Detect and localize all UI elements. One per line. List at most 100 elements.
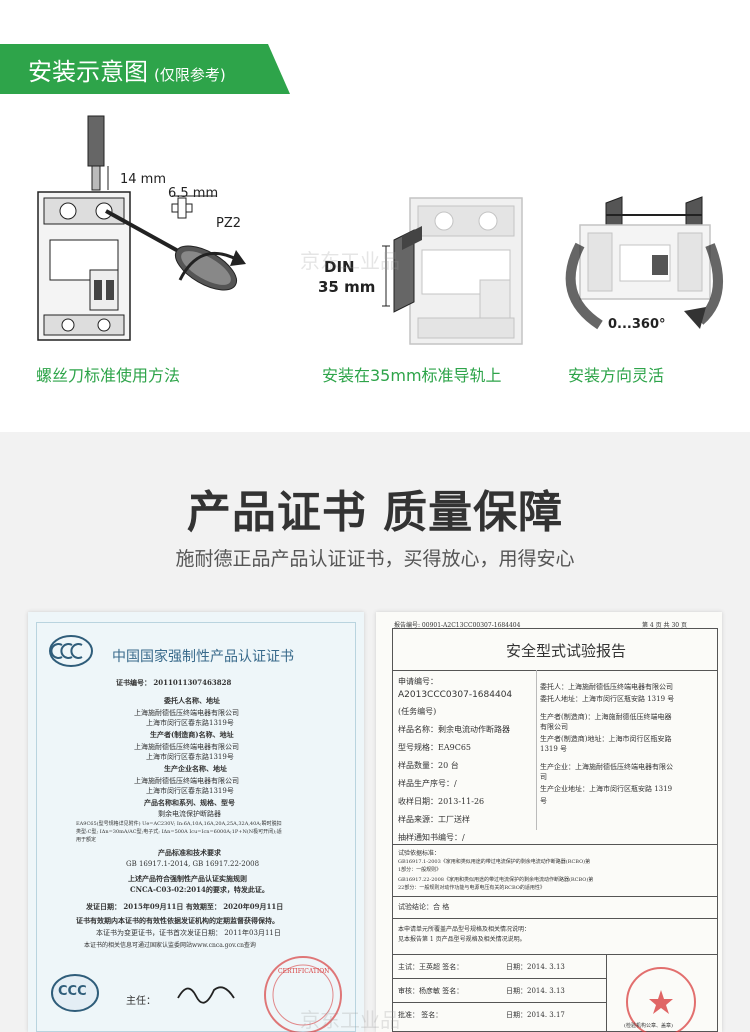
banner-shape <box>0 44 290 94</box>
report-field: 生产者(制造商)：上海施耐德低压终端电器 <box>540 713 672 721</box>
ccc-line: GB 16917.1-2014, GB 16917.22-2008 <box>126 860 260 868</box>
rotation-angle-label: 0...360° <box>608 317 666 332</box>
report-field: GB16917.1-2003《家用和类似用途的带过电流保护的剩余电流动作断路器(… <box>398 859 591 865</box>
ccc-line: 上海施耐德低压终端电器有限公司 <box>134 777 239 785</box>
ccc-line: 本证书为变更证书，证书首次发证日期： 2011年03月11日 <box>96 929 281 937</box>
ccc-mark-icon <box>49 635 93 667</box>
report-page: 第 4 页 共 30 页 <box>642 622 687 629</box>
ccc-certificate-document: 中国国家强制性产品认证证书 证书编号： 2011011307463828 委托人… <box>28 612 364 1032</box>
report-signature-date: 日期：2014. 3.17 <box>506 1011 565 1019</box>
screwdriver-figure: 14 mm 6.5 mm PZ2 <box>30 110 260 350</box>
report-field: 样品数量：20 台 <box>398 761 459 770</box>
report-field: 司 <box>540 773 547 781</box>
report-divider <box>536 670 537 830</box>
chair-label: 主任： <box>126 996 156 1007</box>
safety-test-report-document: 报告编号: 00901-A2C13CC00307-1684404 第 4 页 共… <box>376 612 722 1032</box>
report-field: 型号规格：EA9C65 <box>398 743 472 752</box>
ccc-line: 类型:C型; IΔn=30mA/AC型;电子式; IΔn=500A Icu=Ic… <box>76 829 282 835</box>
din-rail-figure: DIN 35 mm <box>310 190 530 350</box>
ccc-line: 证书有效期内本证书的有效性依据发证机构的定期监督获得保持。 <box>76 916 279 925</box>
report-signature-date: 日期：2014. 3.13 <box>506 987 565 995</box>
report-field: 生产企业地址：上海市闵行区瓶安路 1319 <box>540 785 673 793</box>
report-field: GB16917.22-2008《家用和类似用途的带过电流保护的剩余电流动作断路器… <box>398 877 594 883</box>
report-divider <box>606 954 607 1032</box>
report-field: 试验依据标准： <box>398 850 441 857</box>
ccc-line: 上海施耐德低压终端电器有限公司 <box>134 743 239 751</box>
report-red-seal-icon <box>626 967 696 1032</box>
report-rule <box>392 954 718 955</box>
ccc-line: CNCA-C03-02:2014的要求，特发此证。 <box>130 885 269 894</box>
report-field: 本申请单元所覆盖产品型号规格及相关情况说明： <box>398 926 531 933</box>
ccc-dates: 发证日期： 2015年09月11日 有效期至： 2020年09月11日 <box>86 902 284 911</box>
ccc-cert-no: 证书编号： 2011011307463828 <box>116 678 232 687</box>
certificate-title: 产品证书 质量保障 <box>186 487 564 538</box>
din-rail-caption: 安装在35mm标准导轨上 <box>322 366 502 385</box>
install-section: 安装示意图(仅限参考) <box>0 0 750 432</box>
report-field: 1部分：一般规则》 <box>398 867 442 873</box>
din-rail-illustration <box>382 197 523 345</box>
report-conclusion: 试验结论：合 格 <box>398 903 450 911</box>
report-signature-row: 主试：王英超 签名： <box>398 963 464 971</box>
report-rule <box>392 978 606 979</box>
report-field: (任务编号) <box>398 707 437 716</box>
screwdriver-caption: 螺丝刀标准使用方法 <box>36 366 181 385</box>
ccc-line: 用于额定 <box>76 837 97 843</box>
report-rule <box>392 844 718 845</box>
banner-title: 安装示意图(仅限参考) <box>28 58 226 86</box>
report-field: 抽样通知书编号：/ <box>398 833 465 842</box>
ccc-line: 上海市闵行区春东路1319号 <box>146 719 234 727</box>
report-field: 收样日期：2013-11-26 <box>398 797 485 806</box>
ccc-line: 上海市闵行区春东路1319号 <box>146 753 234 761</box>
ccc-line: 上海施耐德低压终端电器有限公司 <box>134 709 239 717</box>
seal-text: CERTIFICATION <box>278 968 330 975</box>
report-field: 委托人：上海施耐德低压终端电器有限公司 <box>540 683 673 691</box>
certificate-subtitle: 施耐德正品产品认证证书，买得放心，用得安心 <box>175 548 575 570</box>
report-signature-row: 批准： 签名： <box>398 1011 443 1019</box>
strip-length-label: 14 mm <box>120 172 167 187</box>
report-field: 号 <box>540 797 547 805</box>
ccc-line: 剩余电流保护断路器 <box>158 810 221 818</box>
install-banner: 安装示意图(仅限参考) <box>0 44 290 94</box>
ccc-line: 上海市闵行区春东路1319号 <box>146 787 234 795</box>
report-field: 申请编号： <box>398 677 438 686</box>
report-field: 生产者(制造商)地址：上海市闵行区瓶安路 <box>540 735 672 743</box>
signature-icon <box>177 986 235 1004</box>
watermark: 京东工业品 <box>300 249 400 273</box>
blade-width-label: 6.5 mm <box>168 186 219 201</box>
ccc-sec2: 生产者(制造商)名称、地址 <box>150 730 234 739</box>
report-field: 有限公司 <box>540 723 568 731</box>
red-seal-icon <box>264 956 342 1032</box>
ccc-sec5: 产品标准和技术要求 <box>158 848 221 857</box>
report-seal-note: (检验机构公章、盖章) <box>624 1023 673 1029</box>
report-rule <box>392 896 718 897</box>
cqc-logo-text: CCC <box>58 984 87 999</box>
watermark: 京东工业品 <box>300 1008 400 1032</box>
bit-type-label: PZ2 <box>216 216 242 231</box>
cqc-logo-icon <box>51 974 99 1012</box>
report-signature-row: 审核：杨彦敏 签名： <box>398 987 464 995</box>
report-rule <box>392 1002 606 1003</box>
rotation-figure: 0...360° <box>560 195 730 350</box>
report-header-no: 报告编号: 00901-A2C13CC00307-1684404 <box>394 622 521 629</box>
ccc-sec3: 生产企业名称、地址 <box>164 764 227 773</box>
ccc-line: 本证书的相关信息可通过国家认监委网站www.cnca.gov.cn查询 <box>84 942 256 949</box>
report-field: 样品生产序号：/ <box>398 779 457 788</box>
report-field: 生产企业：上海施耐德低压终端电器有限公 <box>540 763 673 771</box>
report-field: 样品来源：工厂送样 <box>398 815 470 824</box>
rail-width-label: 35 mm <box>318 278 376 296</box>
ccc-sec6: 上述产品符合强制性产品认证实施规则 <box>128 874 247 883</box>
report-field: 委托人地址：上海市闵行区瓶安路 1319 号 <box>540 695 675 703</box>
banner-note: (仅限参考) <box>154 66 226 84</box>
rotation-illustration <box>565 196 723 330</box>
certificate-section: 产品证书 质量保障 施耐德正品产品认证证书，买得放心，用得安心 中国国家强制性产… <box>0 432 750 1032</box>
report-field: 22部分：一般规则对动作功能与电源电压有关的RCBO的适用性》 <box>398 885 545 891</box>
ccc-title: 中国国家强制性产品认证证书 <box>112 649 294 665</box>
report-field: 1319 号 <box>540 745 568 753</box>
report-field: 见本报告第 1 页产品型号规格及相关情况说明。 <box>398 936 526 943</box>
report-field: A2013CCC0307-1684404 <box>398 690 513 700</box>
report-rule <box>392 670 718 671</box>
ccc-sec4: 产品名称和系列、规格、型号 <box>144 798 235 807</box>
rotation-caption: 安装方向灵活 <box>568 366 665 385</box>
breaker-screwdriver-illustration <box>37 115 246 341</box>
report-rule <box>392 918 718 919</box>
